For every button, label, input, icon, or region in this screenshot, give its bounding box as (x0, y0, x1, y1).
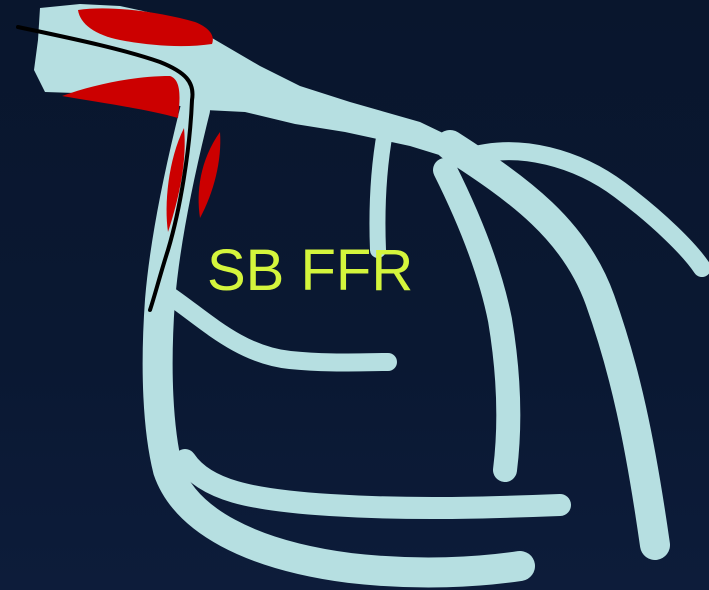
lad-trunk-vessel (450, 145, 655, 545)
sb-ffr-label: SB FFR (207, 242, 413, 300)
marginal-branch-upper (170, 296, 388, 363)
septal-branch (377, 132, 385, 250)
lad-diagonal-lower (445, 170, 508, 470)
